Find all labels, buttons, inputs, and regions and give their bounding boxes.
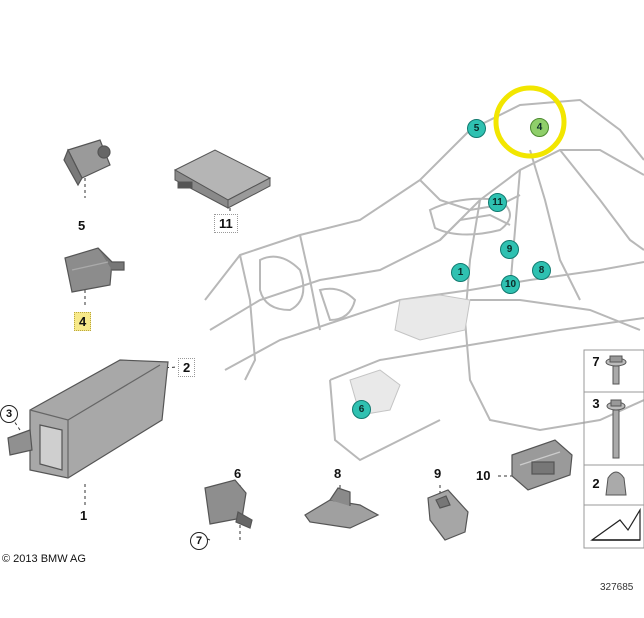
part-label-10: 10 [476,468,491,483]
part-8-holder [304,487,380,529]
cap-nut-icon [605,471,627,496]
reference-number: 327685 [600,582,634,593]
part-9-clip [427,489,469,541]
part-label-8: 8 [334,466,342,481]
part-11-bracket-plate [173,149,272,209]
location-marker-11: 11 [488,193,507,212]
part-label-3: 3 [0,405,18,423]
location-marker-5: 5 [467,119,486,138]
location-marker-4: 4 [530,118,549,137]
part-6-sensor [204,479,253,529]
part-1-control-unit [7,359,169,479]
part-label-11: 11 [214,214,238,233]
car-body-frame [204,98,644,462]
part-label-2: 2 [178,358,196,377]
part-label-7: 7 [190,532,208,550]
location-marker-9: 9 [500,240,519,259]
part-10-connector-bracket [511,439,573,491]
fastener-row-7-number: 7 [592,354,600,369]
part-5-sensor [63,139,111,187]
copyright-text: © 2013 BMW AG [2,553,86,565]
part-label-6: 6 [234,466,242,481]
fastener-table-frame [583,349,644,549]
highlight-ring [493,85,567,159]
fastener-row-3-number: 3 [592,396,600,411]
bolt-with-washer-icon [605,355,627,385]
location-marker-1: 1 [451,263,470,282]
location-marker-8: 8 [532,261,551,280]
location-marker-10: 10 [501,275,520,294]
part-4-sensor [64,247,125,293]
location-marker-6: 6 [352,400,371,419]
long-bolt-icon [606,399,626,459]
part-label-5: 5 [78,218,86,233]
fastener-row-2-number: 2 [592,476,600,491]
arrow-icon [590,507,641,541]
part-label-4: 4 [74,312,92,331]
part-label-9: 9 [434,466,442,481]
part-label-1: 1 [80,508,88,523]
